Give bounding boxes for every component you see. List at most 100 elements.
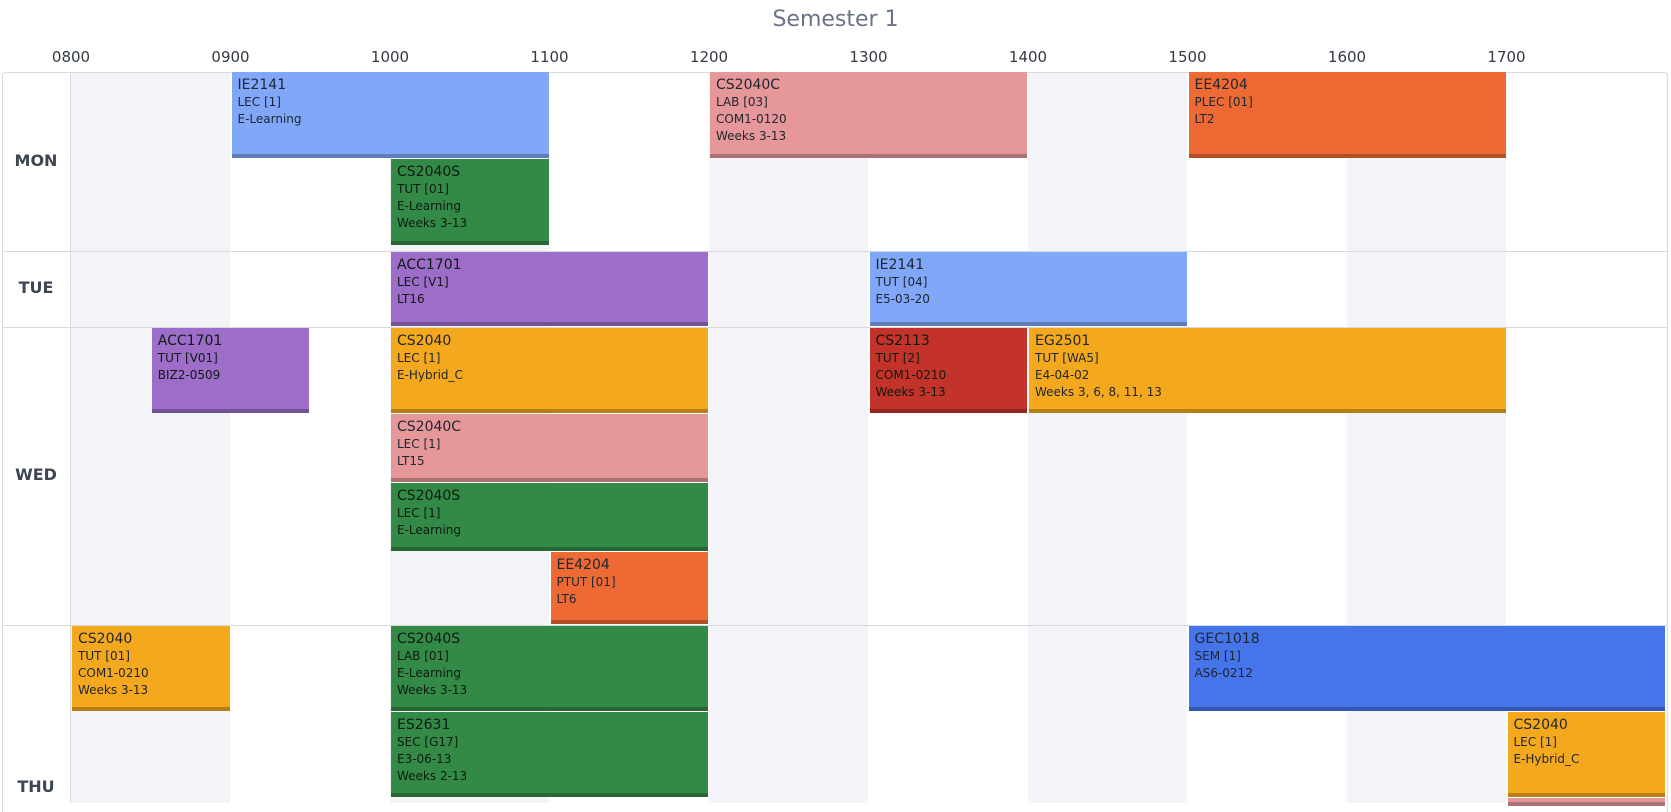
- day-row-thu: [2, 625, 1668, 803]
- day-label-wed: WED: [15, 465, 57, 484]
- event-detail: Weeks 2-13: [397, 769, 468, 783]
- event-detail: TUT [04]: [875, 275, 928, 289]
- day-label-thu: THU: [17, 777, 55, 796]
- event-detail: LEC [1]: [397, 506, 441, 520]
- hour-label-0800: 0800: [51, 48, 91, 66]
- event-code: EG2501: [1035, 333, 1091, 349]
- event-code: ACC1701: [397, 257, 462, 273]
- event-code: CS2040C: [397, 419, 462, 435]
- event-detail: TUT [2]: [875, 351, 920, 365]
- event-detail: LAB [03]: [716, 95, 768, 109]
- event-detail: TUT [V01]: [157, 351, 218, 365]
- event-detail: Weeks 3-13: [716, 129, 787, 143]
- event-code: IE2141: [237, 77, 287, 93]
- event-detail: PLEC [01]: [1194, 95, 1253, 109]
- event-code: CS2040S: [397, 164, 461, 180]
- event-cs2040c[interactable]: CS2040C: [1507, 798, 1665, 806]
- event-cs2040c[interactable]: CS2040C LEC [1] LT15: [391, 414, 708, 482]
- event-detail: BIZ2-0509: [157, 368, 221, 382]
- event-code: CS2040C: [716, 77, 781, 93]
- hour-label-1300: 1300: [849, 48, 888, 66]
- page-title: Semester 1: [772, 7, 899, 32]
- event-detail: E5-03-20: [875, 292, 930, 306]
- hour-stripe: [709, 72, 868, 803]
- hour-label-1100: 1100: [530, 48, 569, 66]
- event-detail: LEC [1]: [397, 351, 441, 365]
- event-detail: COM1-0120: [716, 112, 787, 126]
- event-detail: E-Hybrid_C: [397, 368, 463, 382]
- event-detail: Weeks 3-13: [397, 683, 468, 697]
- event-detail: TUT [WA5]: [1035, 351, 1099, 365]
- event-code: CS2040: [1513, 717, 1568, 733]
- day-row-wed: [2, 327, 1668, 625]
- hour-label-1700: 1700: [1487, 48, 1526, 66]
- event-code: ES2631: [397, 717, 451, 733]
- event-detail: SEC [G17]: [397, 735, 459, 749]
- event-detail: LT6: [556, 592, 577, 606]
- hour-label-1200: 1200: [689, 48, 729, 66]
- event-detail: LAB [01]: [397, 649, 449, 663]
- event-code: CS2040S: [397, 631, 461, 647]
- hour-label-1400: 1400: [1008, 48, 1048, 66]
- event-code: ACC1701: [157, 333, 223, 349]
- event-detail: TUT [01]: [78, 649, 130, 663]
- event-detail: LT16: [397, 292, 425, 306]
- event-detail: LEC [1]: [237, 95, 281, 109]
- event-detail: E-Learning: [397, 523, 462, 537]
- event-detail: Weeks 3, 6, 8, 11, 13: [1035, 385, 1162, 399]
- event-code: CS2040S: [397, 488, 461, 504]
- event-detail: E4-04-02: [1035, 368, 1090, 382]
- event-detail: E-Learning: [397, 199, 462, 213]
- event-detail: LT2: [1194, 112, 1215, 126]
- event-detail: E-Learning: [397, 666, 462, 680]
- event-detail: Weeks 3-13: [397, 216, 468, 230]
- event-detail: LEC [1]: [1513, 735, 1557, 749]
- event-detail: COM1-0210: [875, 368, 947, 382]
- hour-label-0900: 0900: [211, 48, 250, 66]
- day-label-tue: TUE: [18, 278, 54, 297]
- event-detail: SEM [1]: [1194, 649, 1241, 663]
- event-detail: E-Learning: [237, 112, 302, 126]
- event-detail: COM1-0210: [78, 666, 149, 680]
- event-detail: E-Hybrid_C: [1513, 752, 1580, 766]
- event-detail: PTUT [01]: [556, 575, 616, 589]
- event-code: EE4204: [1194, 77, 1248, 93]
- event-code: EE4204: [556, 557, 610, 573]
- event-code: IE2141: [875, 257, 925, 273]
- hour-label-1500: 1500: [1168, 48, 1207, 66]
- event-code: CS2040: [397, 333, 452, 349]
- event-detail: AS6-0212: [1194, 666, 1253, 680]
- event-detail: TUT [01]: [397, 182, 449, 196]
- event-detail: Weeks 3-13: [78, 683, 149, 697]
- day-row-tue: [2, 251, 1668, 327]
- event-code: CS2113: [875, 333, 930, 349]
- hour-label-1600: 1600: [1327, 48, 1367, 66]
- event-detail: E3-06-13: [397, 752, 452, 766]
- event-code: GEC1018: [1194, 631, 1260, 647]
- event-detail: LT15: [397, 454, 425, 468]
- day-column-divider: [70, 72, 71, 803]
- hour-stripe: [1028, 72, 1187, 803]
- day-label-mon: MON: [14, 150, 58, 170]
- event-detail: Weeks 3-13: [875, 385, 946, 399]
- event-cs2040s[interactable]: CS2040S LEC [1] E-Learning: [391, 483, 708, 551]
- event-detail: LEC [1]: [397, 437, 441, 451]
- event-code: CS2040: [78, 631, 133, 647]
